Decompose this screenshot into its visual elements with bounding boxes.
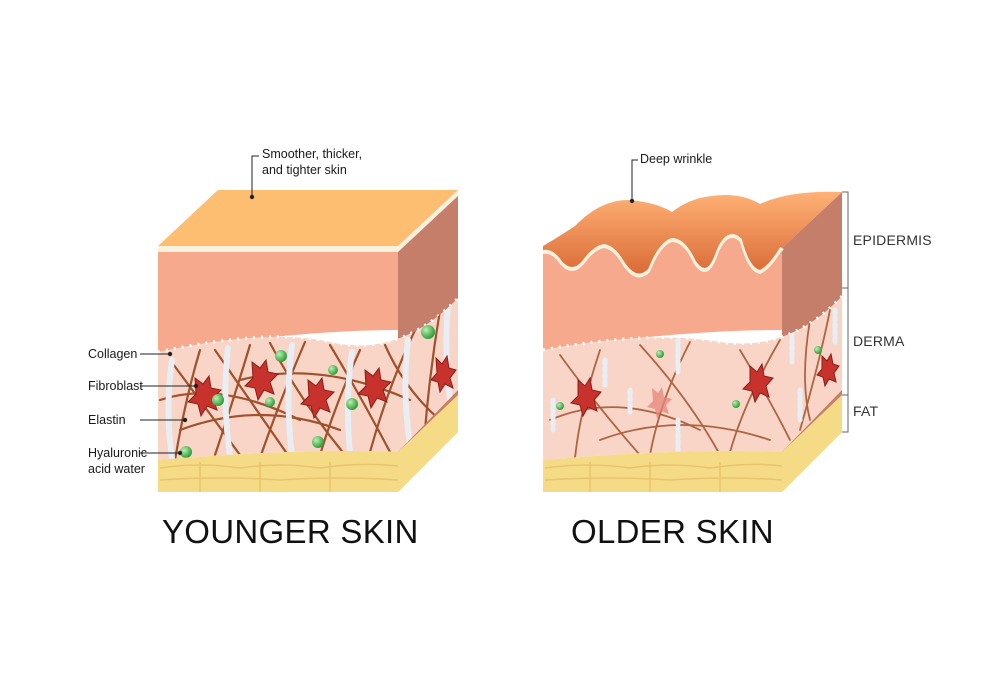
leader-dots [167, 194, 635, 456]
younger-top-surface [158, 190, 458, 246]
label-collagen: Collagen [88, 347, 138, 361]
leader-lines [140, 155, 638, 454]
older-epidermis [543, 238, 782, 350]
label-derma: DERMA [853, 333, 905, 349]
label-fibroblast: Fibroblast [88, 379, 143, 393]
label-fat: FAT [853, 403, 879, 419]
label-elastin: Elastin [88, 413, 126, 427]
older-fat-layer [543, 395, 842, 492]
label-deep-wrinkle: Deep wrinkle [640, 152, 713, 166]
layer-brackets [842, 191, 849, 433]
younger-dermis [158, 298, 458, 460]
label-epidermis: EPIDERMIS [853, 232, 932, 248]
younger-epidermis [158, 252, 398, 352]
older-wrinkle-edge [542, 234, 784, 278]
title-younger-skin: YOUNGER SKIN [162, 513, 419, 550]
older-skin-block [542, 191, 844, 492]
younger-skin-block [157, 190, 460, 492]
younger-dermis-fibers [158, 302, 457, 460]
label-younger-top-line2: and tighter skin [262, 162, 347, 177]
label-younger-top: Smoother, thicker, and tighter skin [262, 147, 362, 178]
label-hyaluronic: Hyaluronic acid water [88, 446, 147, 477]
title-older-skin: OLDER SKIN [571, 513, 774, 550]
older-basement-membrane [542, 294, 844, 352]
label-hyaluronic-line2: acid water [88, 461, 145, 476]
older-dermis [543, 296, 842, 460]
label-younger-top-line1: Smoother, thicker, [262, 147, 363, 161]
label-hyaluronic-line1: Hyaluronic [88, 446, 148, 460]
